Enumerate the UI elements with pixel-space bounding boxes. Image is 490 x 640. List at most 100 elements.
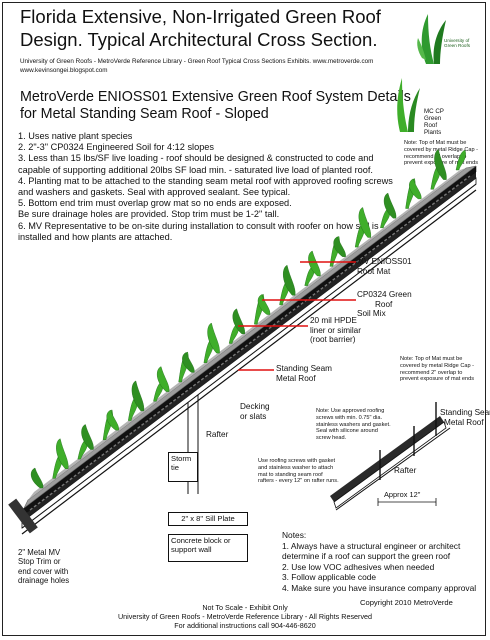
label-decking: Decking or slats: [240, 402, 270, 421]
label-line: MV ENIOSS01: [357, 257, 412, 266]
plant-leaf: [308, 250, 321, 277]
label-line: 20 mil HPDE: [310, 316, 357, 325]
label-line: drainage holes: [18, 576, 70, 586]
general-notes-heading: Notes:: [282, 530, 307, 540]
title-line-2: Design. Typical Architectural Cross Sect…: [20, 29, 378, 50]
rafter-line-lower: [21, 189, 477, 535]
plant-leaf: [409, 178, 422, 200]
label-line: end cover with: [18, 566, 69, 576]
general-note-item: 2. Use low VOC adhesives when needed: [282, 561, 435, 572]
plant-leaf: [455, 149, 466, 171]
mc-label-line: Plants: [424, 129, 442, 136]
subtitle-line-1: MetroVerde ENIOSS01 Extensive Green Roof…: [20, 89, 411, 105]
mc-plant-graphic: [394, 72, 424, 134]
plant-leaf: [30, 467, 44, 489]
note-item: 1. Uses native plant species: [18, 131, 133, 141]
contact-line: For additional instructions call 904-446…: [174, 621, 316, 630]
label-line: Metal Roof: [444, 417, 484, 427]
label-line: CP0324 Green: [357, 290, 412, 299]
title-line-1: Florida Extensive, Non-Irrigated Green R…: [20, 6, 381, 27]
plant-leaf: [56, 438, 69, 469]
label-line: support wall: [171, 545, 212, 554]
label-line: Metal Roof: [276, 373, 316, 383]
plant-foliage: [30, 149, 466, 489]
detail-label-metal-roof: Standing Seam Metal Roof: [440, 408, 490, 427]
note-item: Be sure drainage holes are provided. Sto…: [18, 209, 280, 220]
fastening-note: Use roofing screws with gasket and stain…: [258, 458, 339, 485]
plant-leaf: [333, 236, 346, 257]
sill-plate-box: 2" x 8" Sill Plate: [168, 512, 248, 526]
plant-leaf: [232, 308, 245, 335]
label-line: Standing Seam: [276, 364, 332, 373]
general-note-item: 3. Follow applicable code: [282, 572, 377, 583]
copyright: Copyright 2010 MetroVerde: [360, 598, 453, 607]
label-line: (root barrier): [310, 335, 356, 345]
mc-label-line: MC CP: [424, 108, 444, 115]
label-stop-trim: 2" Metal MV Stop Trim or end cover with …: [18, 548, 69, 586]
plant-icon: [397, 78, 420, 132]
detail-metal-roof: [333, 421, 447, 509]
root-mat-texture: [29, 175, 471, 511]
note-item: 2. 2"-3" CP0324 Engineered Soil for 4:12…: [18, 142, 215, 153]
note-item: 4. Planting mat to be attached to the st…: [18, 175, 393, 198]
plant-leaf: [182, 352, 195, 373]
mc-label-line: Roof: [424, 122, 438, 129]
label-line: Soil Mix: [357, 309, 386, 319]
label-line: 2" Metal MV: [18, 548, 61, 557]
plant-leaf: [257, 294, 271, 315]
plant-leaf: [131, 380, 145, 412]
label-line: Stop Trim or: [18, 557, 61, 567]
label-line: Standing Seam: [440, 408, 490, 417]
plant-leaf: [283, 264, 296, 296]
note-item: 6. MV Representative to be on-site durin…: [18, 220, 379, 242]
general-note-item: 4. Make sure you have insurance company …: [282, 582, 477, 593]
label-line: liner or similar: [310, 325, 361, 335]
installation-notes: 1. Uses native plant species 2. 2"-3" CP…: [18, 131, 408, 243]
blog-url: www.kevinsongei.blogspot.com: [20, 67, 108, 74]
logo-text: University of Green Roofs: [444, 38, 471, 49]
university-logo: University of Green Roofs: [412, 8, 478, 68]
mc-label: MC CP Green Roof Plants: [424, 108, 444, 136]
label-soil-mix: CP0324 Green Roof Soil Mix: [357, 290, 412, 319]
ridge-cap-note-detail: Note: Top of Mat must be covered by meta…: [400, 356, 475, 383]
label-hdpe-liner: 20 mil HPDE liner or similar (root barri…: [310, 316, 361, 345]
detail-mat: [330, 416, 444, 502]
detail-label-rafter: Rafter: [394, 466, 417, 475]
mc-label-line: Green: [424, 115, 442, 122]
screw-note: Note: Use approved roofing screws with m…: [316, 408, 391, 442]
plant-leaf: [207, 322, 220, 354]
note-item: 3. Less than 15 lbs/SF live loading - ro…: [18, 153, 374, 175]
label-line: Root Mat: [357, 266, 391, 276]
not-to-scale: Not To Scale - Exhibit Only: [202, 603, 288, 612]
label-rafter: Rafter: [206, 430, 229, 439]
source-line: University of Green Roofs - MetroVerde R…: [20, 58, 374, 65]
detail-rafter-line: [335, 427, 451, 511]
label-root-mat: MV ENIOSS01 Root Mat: [357, 257, 412, 276]
label-standing-seam: Standing Seam Metal Roof: [276, 364, 332, 383]
general-note-item: determine if a roof can support the gree…: [282, 551, 451, 562]
plant-leaf: [156, 366, 170, 392]
logo-leaf-icon: [417, 14, 446, 64]
label-line: Roof: [375, 299, 393, 309]
plant-leaf: [383, 192, 397, 219]
general-notes: Notes: 1. Always have a structural engin…: [282, 530, 476, 594]
plant-leaf: [434, 149, 447, 180]
metal-roof-layer: [22, 172, 476, 522]
plant-leaf: [358, 207, 372, 238]
label-line: Concrete block or: [171, 536, 231, 545]
label-leaders: [238, 261, 356, 371]
label-line: tie: [171, 463, 180, 472]
label-line: Decking: [240, 402, 270, 411]
note-item: 5. Bottom end trim must overlap grow mat…: [18, 198, 292, 209]
stop-trim: [8, 498, 38, 534]
storm-tie-box: Storm tie: [168, 452, 198, 482]
plant-leaf: [81, 424, 94, 450]
soil-top-layer: [28, 168, 466, 500]
label-line: or slats: [240, 411, 267, 421]
exhibit-border: [2, 2, 486, 636]
label-line: Storm: [171, 454, 192, 463]
detail-label-spacing: Approx 12": [384, 490, 421, 499]
plant-leaf: [106, 409, 119, 431]
